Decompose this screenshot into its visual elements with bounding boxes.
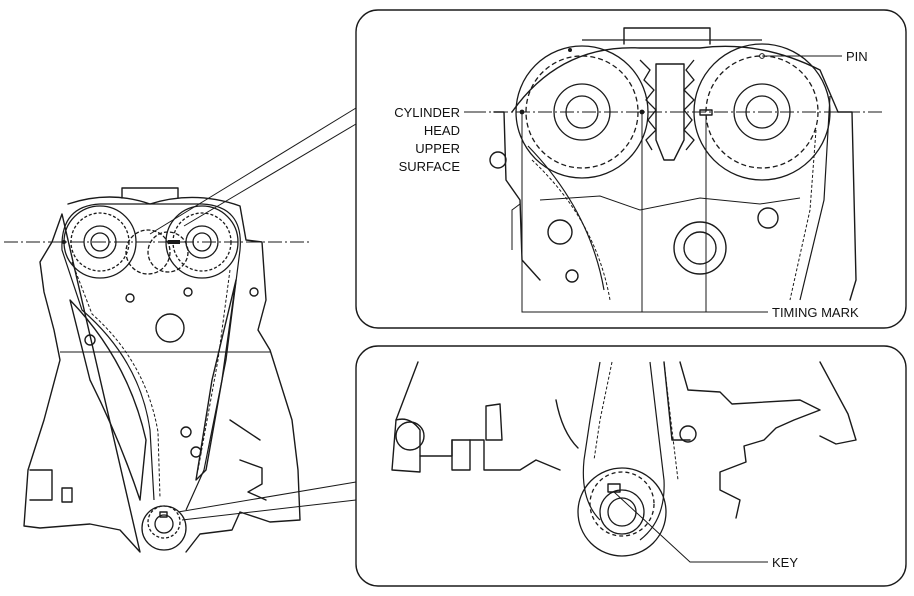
detail-head-outline [493,111,857,301]
bottom-crank-sprocket [589,471,655,537]
main-head-outline [23,196,301,553]
detail-center-gear-left [639,59,657,151]
bottom-block-left-piece [395,418,421,457]
bottom-hole-1 [679,425,697,443]
main-chain-guide-left [69,299,147,501]
bottom-guide-right [663,361,691,441]
timing-mark-label: TIMING MARK [772,305,859,320]
key-label: KEY [772,555,798,570]
main-block-1 [61,487,73,503]
leader-top-b [183,123,357,227]
detail-hole-3 [489,151,507,169]
detail-hole-1 [547,219,573,245]
main-right-mark [168,240,180,244]
detail-right-hub-inner [745,95,779,129]
main-mid-gear-left [125,229,171,275]
main-block-detail [29,419,267,501]
detail-left-sprocket-outer [515,45,649,179]
engine-front-view [4,187,312,553]
bottom-chain-left [582,361,601,521]
bottom-block-right-outer [819,361,857,445]
detail-center-gear-right [683,59,695,151]
bottom-crank-pulley [577,467,667,557]
detail-right-hub-outer [733,83,791,141]
detail-lower-boss [673,221,727,275]
detail-center-plate [655,63,685,161]
main-hole-4 [249,287,259,297]
detail-timing-mark-leader [521,112,768,313]
bottom-chain-left-inner [593,361,613,461]
detail-right-sprocket-outer [693,43,831,181]
detail-timing-chain-inner [531,129,817,301]
main-left-hub [83,225,117,259]
detail-right-sprocket-rim [705,55,819,169]
detail-left-hub-inner [565,95,599,129]
main-hole-2 [190,446,202,458]
main-hole-1 [180,426,192,438]
main-boss-1 [155,313,185,343]
main-crank-hub [154,514,174,534]
cyl-head-label-1: CYLINDER [394,105,460,120]
cyl-head-label-2: HEAD [424,123,460,138]
main-hole-6 [183,287,193,297]
main-chain-guide-right [195,279,237,481]
main-right-hub-inner [192,232,212,252]
top-detail-frame [355,9,907,329]
main-right-sprocket [165,205,239,279]
detail-lower-boss-inner [683,231,717,265]
main-crank-key [159,511,168,518]
main-timing-chain [61,203,241,511]
bottom-detail-frame [355,345,907,587]
main-timing-chain-inner [71,261,231,499]
detail-top-cover [623,27,711,45]
bottom-crank-hub-outer [599,489,645,535]
main-crank-sprocket [147,505,181,539]
main-hole-3 [84,334,96,346]
bottom-hole-2 [395,421,425,451]
detail-left-hub-outer [553,83,611,141]
bottom-key-leader [613,491,768,563]
cyl-head-label-3: UPPER [415,141,460,156]
leader-bottom-a [177,481,357,513]
cyl-head-label-4: SURFACE [399,159,461,174]
main-mid-gear-right [147,231,189,273]
main-crank-pulley [141,505,187,551]
detail-left-mark-b [568,48,572,52]
pin-label: PIN [846,49,868,64]
main-left-mark [62,240,66,244]
detail-hole-4 [565,269,579,283]
detail-head-top [511,45,839,113]
bottom-crank-hub-inner [607,497,637,527]
leader-top-a [149,107,357,235]
leader-bottom-b [181,499,357,521]
detail-left-sprocket-rim [525,55,639,169]
main-top-cover [121,187,179,199]
bottom-detail-panel [355,345,907,587]
main-left-hub-inner [90,232,110,252]
detail-timing-chain [527,39,831,301]
main-hole-5 [125,293,135,303]
callout-leaders [149,107,357,521]
detail-hole-2 [757,207,779,229]
top-detail-panel [355,9,907,329]
bottom-block-right [679,361,821,519]
detail-right-timing-mark [699,109,713,116]
bottom-chain-right [639,361,665,541]
detail-head-ribs [511,195,801,250]
bottom-block-left-detail [451,399,579,471]
bottom-block-left [391,361,561,473]
